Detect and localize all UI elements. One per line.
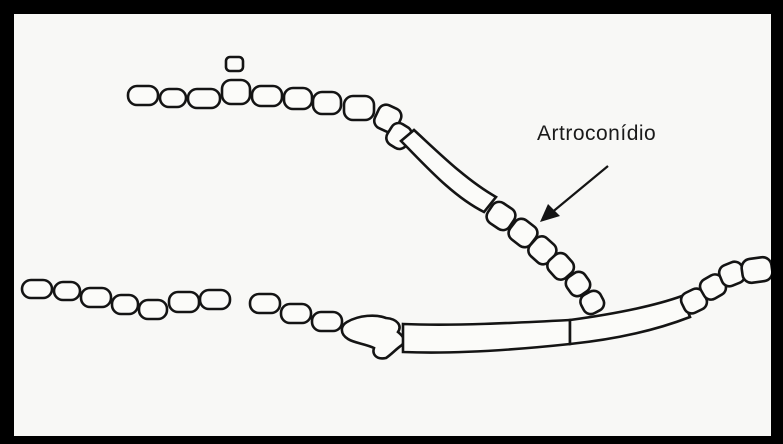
upper-conidium <box>313 92 341 114</box>
upper-conidium <box>160 89 186 107</box>
lower-conidium <box>281 304 311 323</box>
drawing-area: Artroconídio <box>14 14 771 436</box>
lower-long-segment <box>403 320 570 353</box>
lower-conidium <box>139 300 167 319</box>
lower-conidium <box>312 312 342 331</box>
arthroconidium-label: Artroconídio <box>537 122 656 146</box>
lower-conidium <box>740 256 771 284</box>
upper-conidium <box>222 80 250 104</box>
lower-conidium <box>250 294 280 313</box>
hyphae-drawing <box>14 14 771 436</box>
upper-long-segment <box>401 130 496 212</box>
lower-conidium <box>81 288 111 307</box>
lower-conidium <box>112 295 138 314</box>
upper-conidium <box>252 86 282 106</box>
arrow-shaft <box>550 166 608 214</box>
pointer-arrow <box>540 166 608 222</box>
lower-conidium <box>169 292 199 312</box>
lower-hypha <box>22 256 771 358</box>
lower-swollen-cell <box>342 316 404 359</box>
lower-conidium <box>200 290 230 309</box>
lower-conidium <box>22 280 52 298</box>
upper-conidium <box>284 88 312 109</box>
upper-conidium <box>188 89 220 108</box>
upper-hypha <box>128 57 607 317</box>
arrow-head <box>540 204 560 222</box>
upper-conidium <box>344 96 374 120</box>
upper-conidium-detached <box>226 57 243 71</box>
lower-conidium <box>54 282 80 300</box>
upper-conidium <box>128 86 158 105</box>
